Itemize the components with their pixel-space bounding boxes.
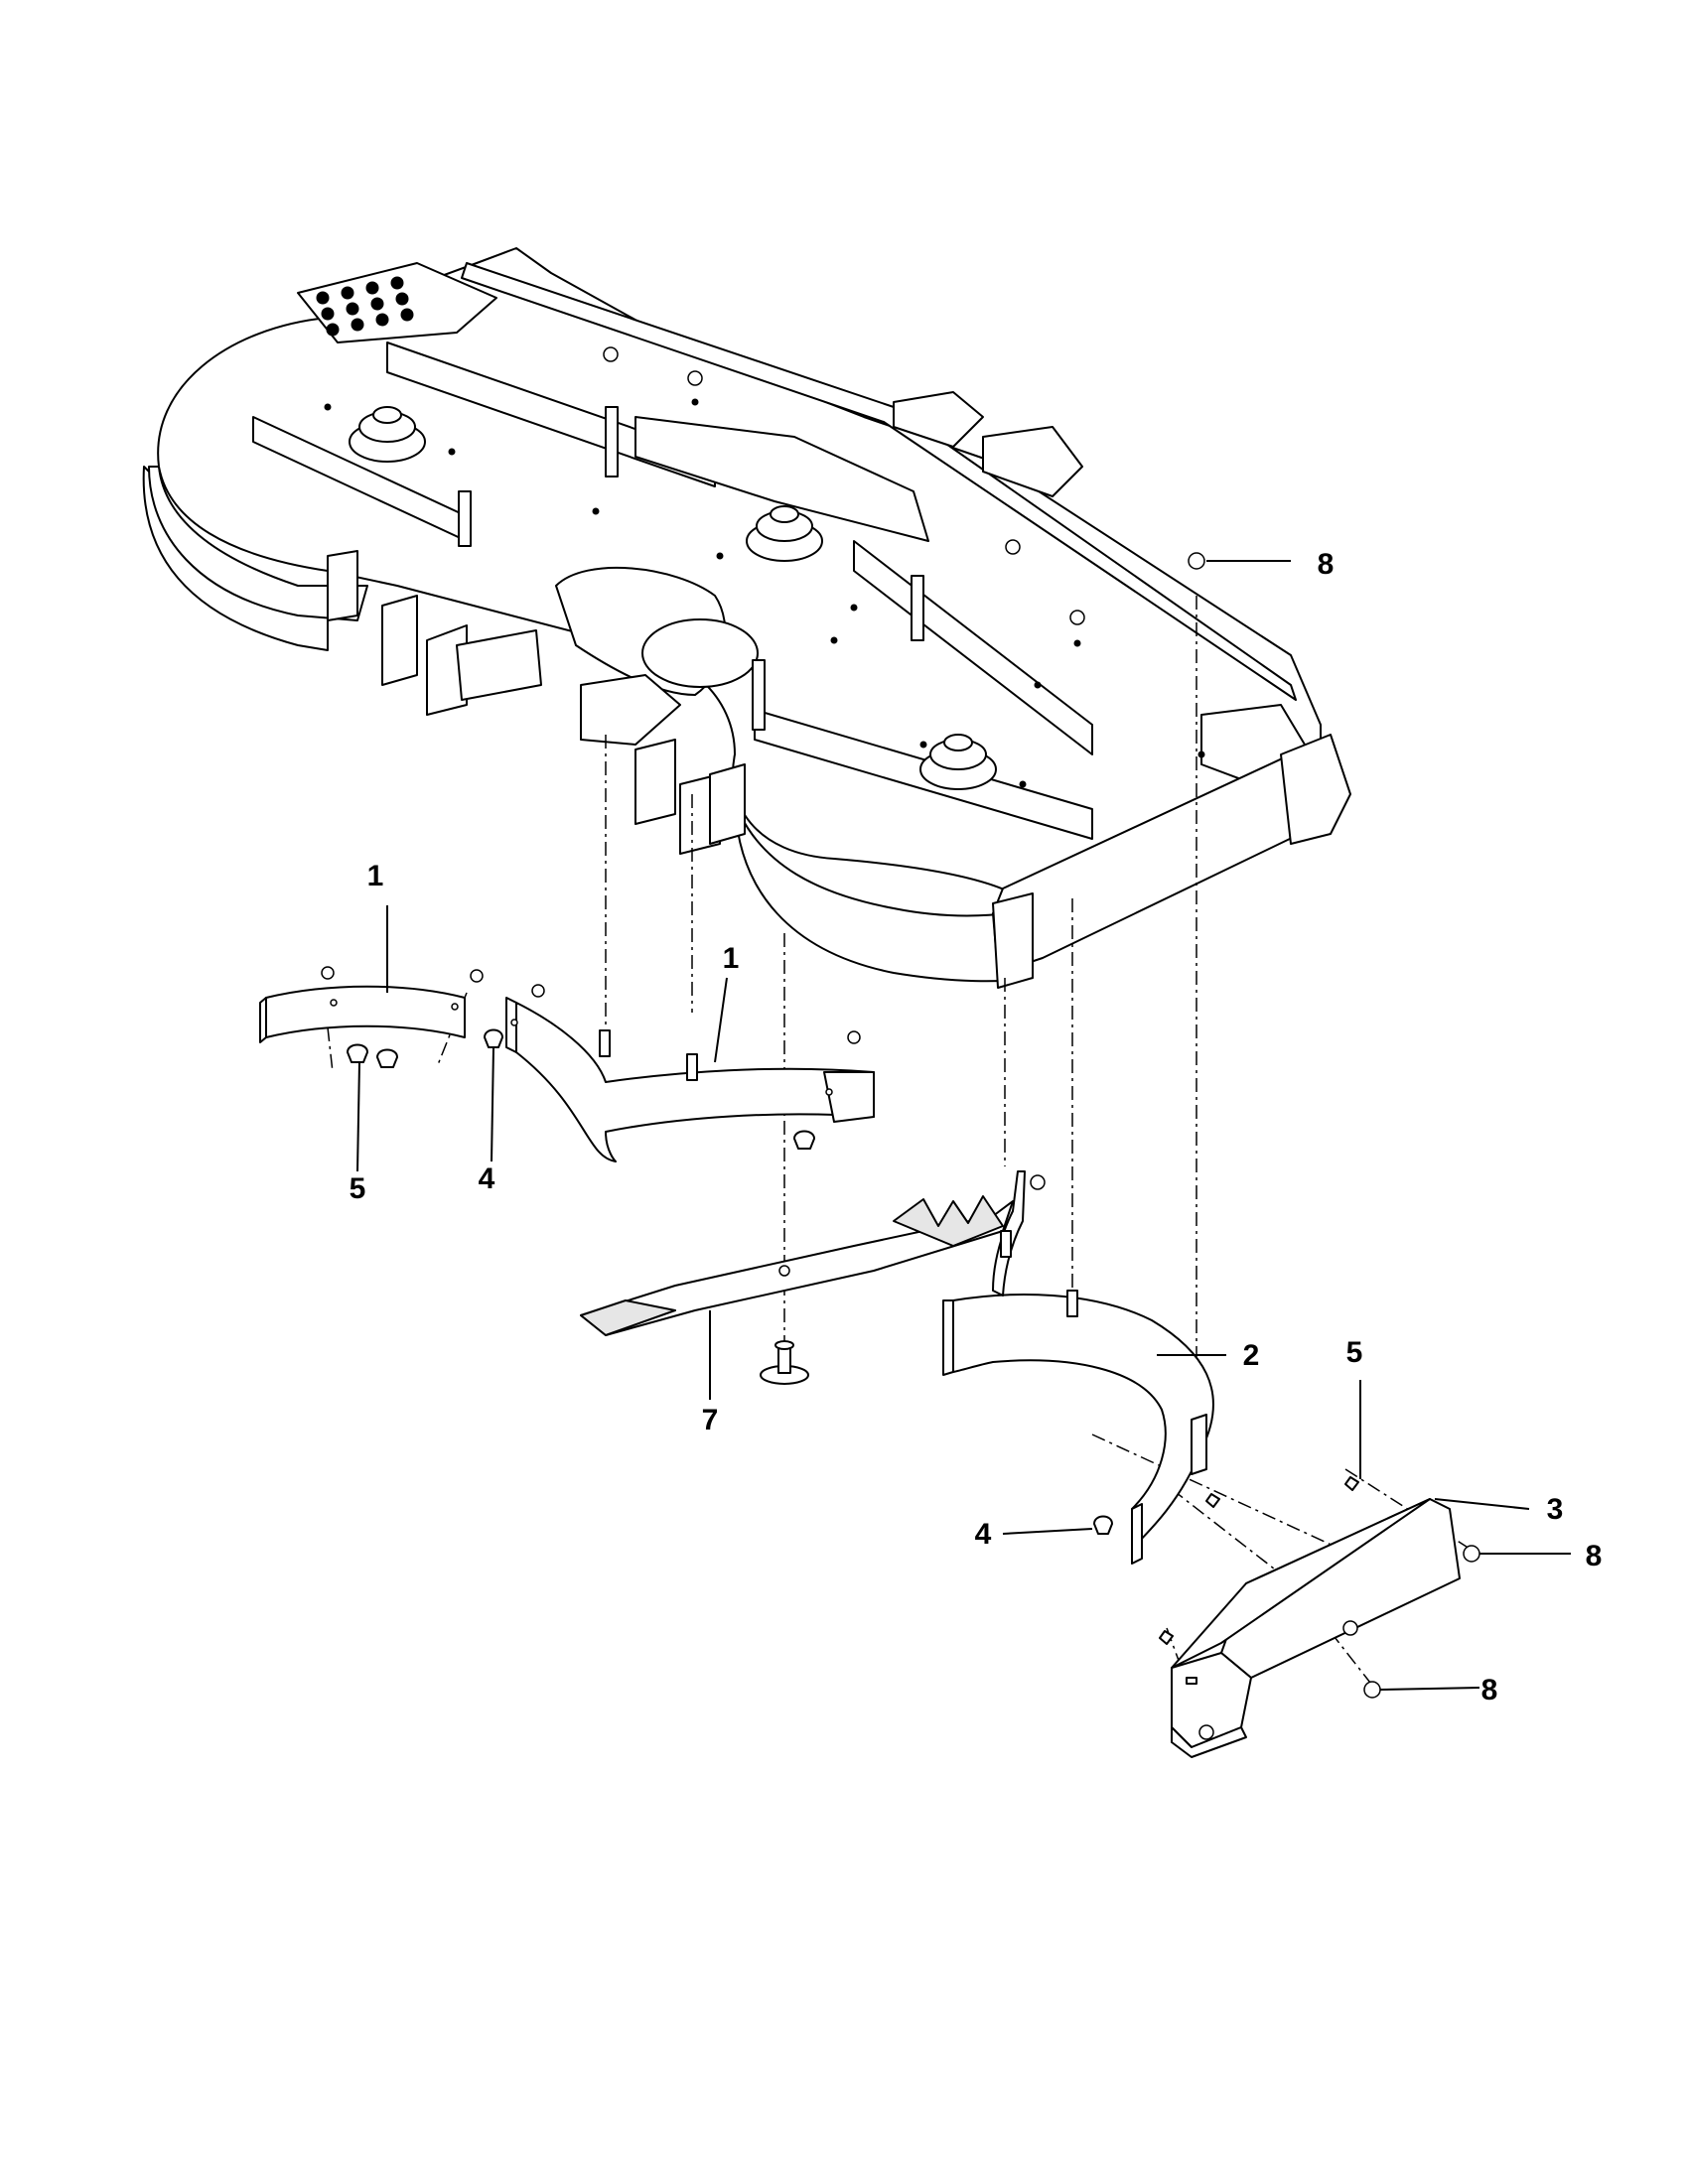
baffle-bracket-e bbox=[580, 674, 681, 746]
baffle-strip-part-6 bbox=[259, 966, 484, 1068]
baffle-part-1 bbox=[484, 984, 875, 1162]
baffle-bracket-h bbox=[709, 763, 746, 845]
baffle-bracket-b bbox=[381, 595, 418, 686]
callout-3: 3 bbox=[1547, 1493, 1564, 1526]
center-channel bbox=[634, 416, 929, 542]
idler-post-2 bbox=[605, 406, 619, 478]
baffle-bracket-f bbox=[634, 739, 676, 825]
round-cover-plate bbox=[641, 618, 759, 688]
step-pad-holes bbox=[316, 276, 414, 337]
rear-bracket-2 bbox=[982, 426, 1083, 497]
idler-post-1 bbox=[458, 490, 472, 547]
spindle-pulley-center bbox=[746, 505, 823, 562]
idler-post-3 bbox=[752, 659, 766, 731]
baffle-bracket-d bbox=[456, 629, 542, 701]
callout-8-top: 8 bbox=[1318, 548, 1335, 581]
rear-bracket-1 bbox=[893, 391, 984, 448]
deck-right-bumper bbox=[1280, 734, 1351, 845]
callout-8-bottom: 8 bbox=[1481, 1674, 1498, 1706]
deck-nuts bbox=[603, 346, 1085, 625]
callout-5-left: 5 bbox=[350, 1172, 366, 1205]
callout-4-left: 4 bbox=[479, 1162, 495, 1195]
spindle-pulley-right bbox=[919, 734, 997, 790]
leader-lines bbox=[356, 560, 1571, 1691]
callout-6: 1 bbox=[367, 860, 384, 892]
callout-4-right: 4 bbox=[975, 1518, 992, 1551]
baffle-bracket-a bbox=[327, 550, 358, 621]
deck-holes bbox=[324, 398, 1205, 788]
front-bumper-end bbox=[992, 892, 1034, 989]
callout-1: 1 bbox=[723, 942, 740, 975]
baffle-part-2 bbox=[942, 1170, 1214, 1565]
idler-post-4 bbox=[911, 575, 924, 641]
deck-top-plate bbox=[157, 247, 1322, 919]
callout-2: 2 bbox=[1243, 1339, 1260, 1372]
callout-7: 7 bbox=[702, 1404, 719, 1436]
callout-8-mid: 8 bbox=[1586, 1540, 1603, 1572]
chute-cover-part-3 bbox=[1159, 1476, 1480, 1758]
callout-labels: 1 1 5 4 7 2 5 3 4 8 8 8 bbox=[350, 548, 1603, 1706]
callout-5-right: 5 bbox=[1346, 1336, 1363, 1369]
mulching-blade-part-7 bbox=[580, 1195, 1014, 1385]
mower-deck bbox=[142, 247, 1351, 989]
nut-part-8-top bbox=[1188, 552, 1205, 570]
spindle-pulley-left bbox=[349, 406, 426, 463]
